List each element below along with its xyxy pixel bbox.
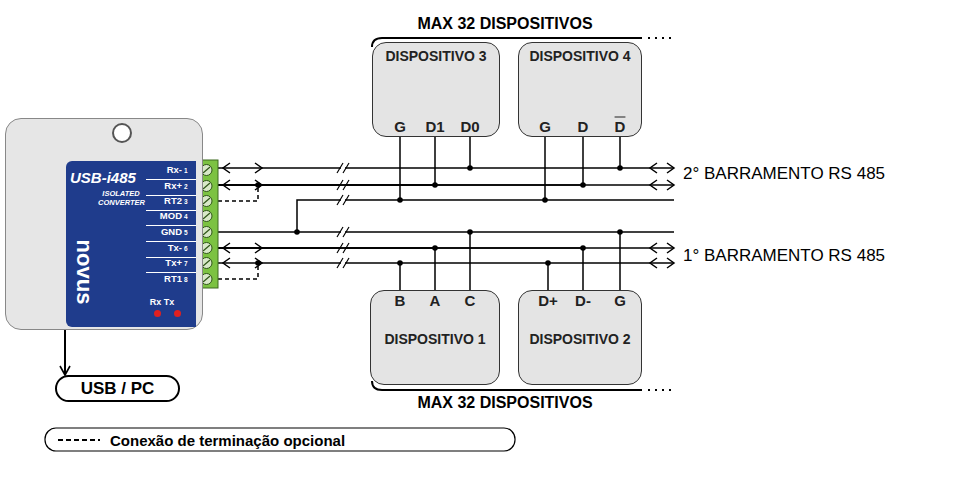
led-label: Rx Tx	[150, 298, 175, 307]
device-title: DISPOSITIVO 1	[380, 331, 490, 347]
mount-hole	[112, 123, 132, 143]
pin-name: C	[465, 293, 476, 308]
pin-name: D1	[425, 119, 444, 134]
terminal-name: RT2	[164, 196, 182, 206]
terminal-name: Rx+	[164, 181, 182, 191]
pin-name: D0	[460, 119, 479, 134]
row-separator	[146, 241, 196, 242]
pin-name: G	[614, 293, 626, 308]
bus-name: 2° BARRAMENTO RS 485	[683, 165, 885, 182]
row-separator	[146, 225, 196, 226]
terminal-name: Tx-	[168, 243, 182, 253]
terminal-name: GND	[161, 227, 182, 237]
pin-name: D	[615, 119, 626, 134]
bus-connection	[203, 248, 435, 290]
model-name: USB-i485	[70, 169, 136, 186]
terminal-number: 4	[184, 214, 188, 221]
status-led	[174, 310, 181, 317]
row-separator	[146, 272, 196, 273]
group-note: MAX 32 DISPOSITIVOS	[417, 16, 592, 32]
terminal-number: 1	[184, 168, 188, 175]
pin-name: A	[430, 293, 441, 308]
legend-text: Conexão de terminação opcional	[110, 433, 345, 448]
pin-name: G	[539, 119, 551, 134]
pin-name: B	[395, 293, 406, 308]
terminal-number: 7	[184, 261, 188, 268]
pin-name: D+	[538, 293, 558, 308]
pin-name: G	[394, 119, 406, 134]
group-note: MAX 32 DISPOSITIVOS	[417, 395, 592, 411]
pin-name: D-	[575, 293, 591, 308]
device-title: DISPOSITIVO 4	[525, 48, 635, 64]
brand-logo: novus	[73, 240, 95, 305]
terminal-number: 3	[184, 199, 188, 206]
bus-connection	[203, 137, 435, 185]
bus-connection	[203, 248, 583, 290]
device-title: DISPOSITIVO 3	[381, 48, 491, 64]
terminal-number: 5	[184, 230, 188, 237]
terminal-name: Tx+	[165, 258, 182, 268]
pin-name: D	[578, 119, 589, 134]
terminal-name: RT1	[164, 274, 182, 284]
model-subtitle: ISOLATED CONVERTER	[98, 189, 144, 207]
pc-label: USB / PC	[57, 377, 178, 400]
terminal-number: 6	[184, 246, 188, 253]
usb-cable	[64, 330, 66, 375]
device-title: DISPOSITIVO 2	[525, 331, 635, 347]
status-led	[154, 310, 161, 317]
terminal-name: MOD	[160, 211, 182, 221]
terminal-number: 2	[184, 184, 188, 191]
bus-name: 1° BARRAMENTO RS 485	[683, 247, 885, 264]
row-separator	[146, 179, 196, 180]
terminal-name: Rx-	[167, 165, 182, 175]
legend-sample	[58, 439, 100, 441]
pc-box: USB / PC	[55, 375, 180, 402]
terminal-number: 8	[184, 277, 188, 284]
bus-connection	[203, 137, 583, 185]
